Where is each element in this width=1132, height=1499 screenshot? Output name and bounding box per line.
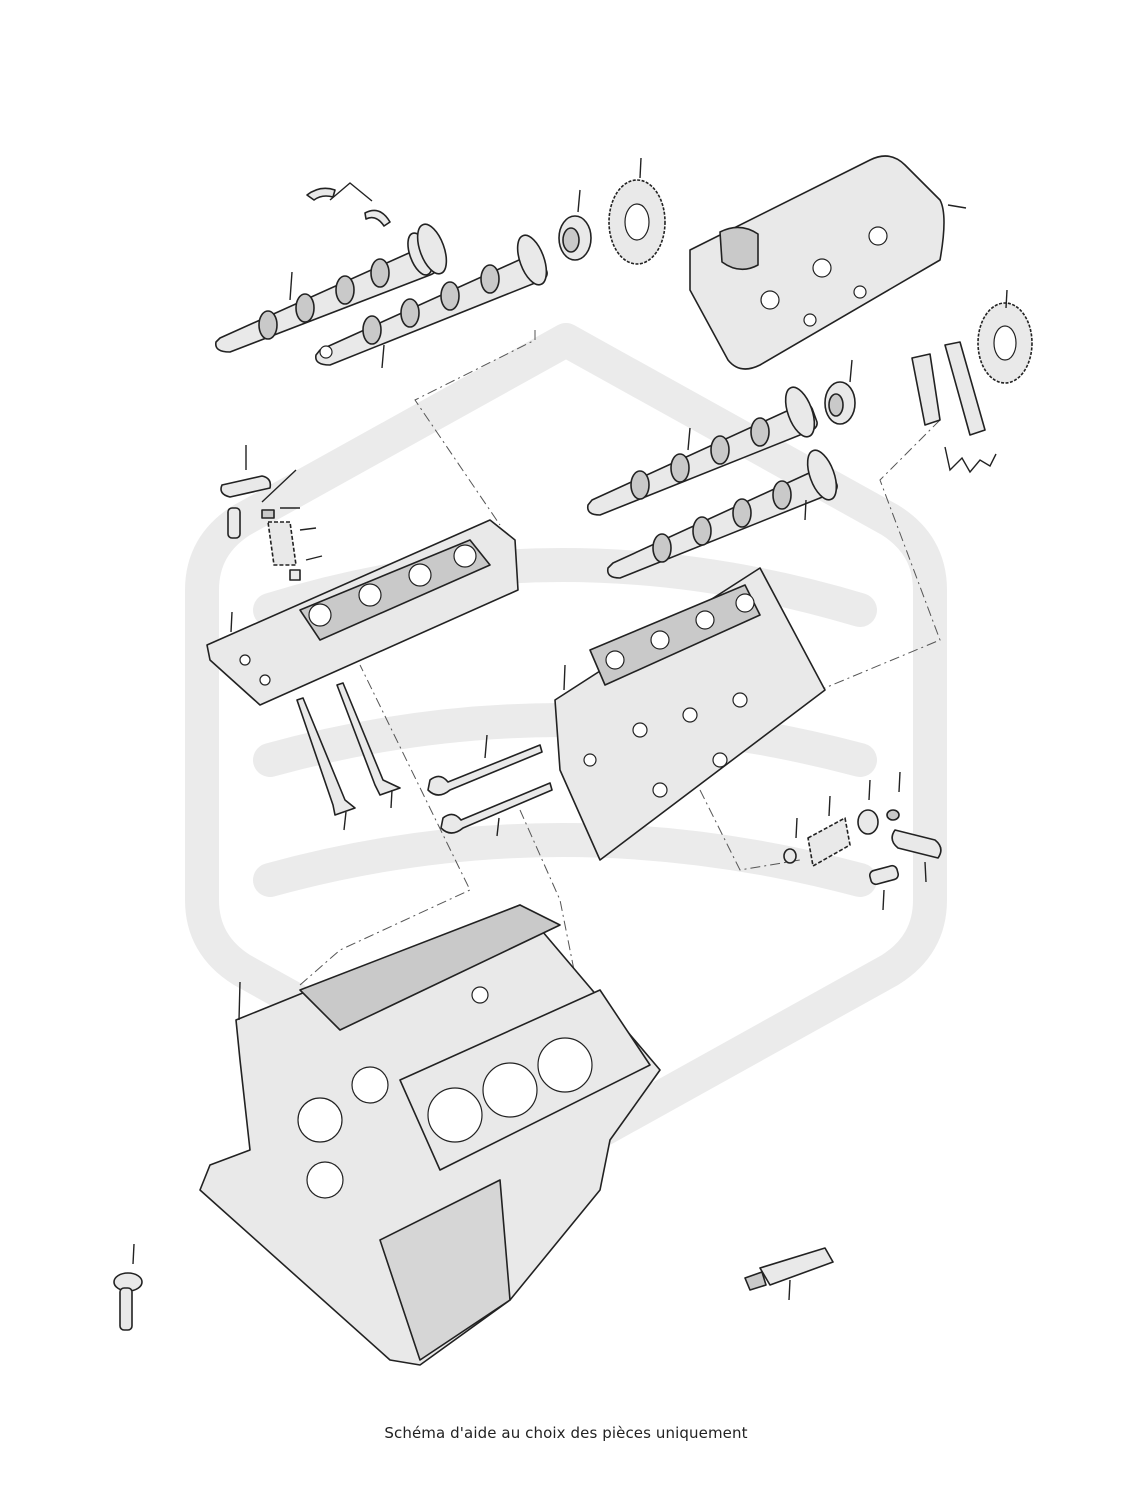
sealant-tube[interactable] [744, 1247, 834, 1301]
valves-right[interactable] [427, 734, 553, 837]
camshaft-right-1[interactable] [586, 383, 820, 516]
sprocket-right[interactable] [977, 289, 1033, 384]
bearing-caps[interactable] [911, 341, 997, 474]
engine-block[interactable] [199, 904, 661, 1366]
sprocket-hub-upper[interactable] [558, 189, 592, 261]
valve-cover[interactable] [689, 155, 967, 370]
camshaft-upper-left-2[interactable] [314, 231, 552, 369]
thrust-half-rings[interactable] [306, 182, 391, 227]
valves-left[interactable] [296, 682, 401, 831]
valve-springs-right[interactable] [783, 771, 901, 867]
camshaft-upper-left-1[interactable] [214, 220, 452, 353]
valve-springs-left[interactable] [261, 507, 323, 581]
bolt[interactable] [113, 1243, 143, 1331]
sprocket-upper[interactable] [608, 157, 666, 265]
rocker-arm-right[interactable] [868, 829, 942, 911]
camshaft-right-2[interactable] [606, 446, 842, 579]
exploded-parts-diagram [113, 155, 1033, 1366]
cylinder-head-left[interactable] [206, 519, 519, 706]
caption: Schéma d'aide au choix des pièces unique… [384, 1424, 748, 1442]
rocker-arm-left[interactable] [220, 445, 297, 539]
cylinder-head-right[interactable] [554, 567, 826, 861]
sprocket-hub-right[interactable] [824, 359, 856, 425]
